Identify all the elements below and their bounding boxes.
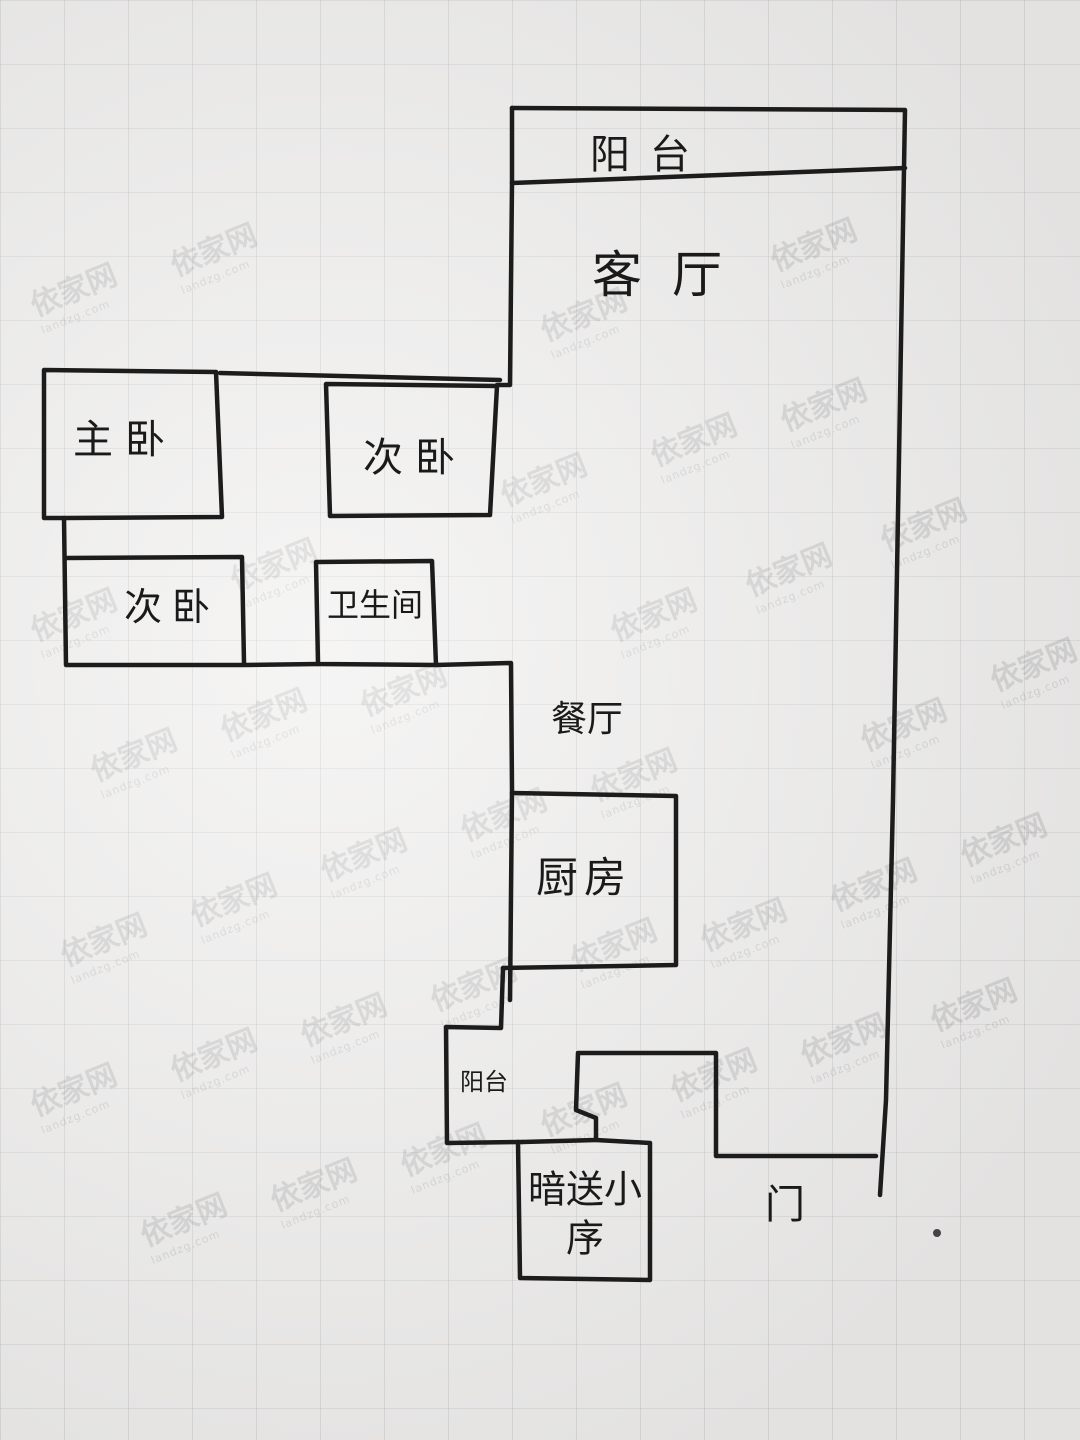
room-label-bathroom: 卫生间 <box>326 586 424 624</box>
small-balcony-wall <box>519 1050 879 1159</box>
room-label-master-bedroom: 主卧 <box>73 417 177 463</box>
room-label-small-balcony: 阳台 <box>460 1068 508 1096</box>
master-bedroom-wall <box>41 367 225 521</box>
second-bedroom-wall <box>323 381 500 519</box>
storage-wall <box>515 1137 653 1283</box>
second-bedroom-2-wall <box>63 554 247 666</box>
kitchen-wall <box>500 790 679 971</box>
room-label-balcony: 阳台 <box>590 132 710 178</box>
walls <box>41 105 908 1283</box>
room-label-second-bedroom-2: 次卧 <box>123 585 221 629</box>
ink-dot <box>933 1229 941 1237</box>
room-label-door: 门 <box>765 1182 805 1228</box>
room-label-second-bedroom: 次卧 <box>363 435 467 481</box>
room-label-storage: 暗送小序 <box>527 1167 642 1261</box>
outer-right-wall <box>509 105 908 1198</box>
dining-wall <box>433 660 515 1003</box>
room-label-dining-room: 餐厅 <box>550 699 624 740</box>
left-wall <box>61 515 321 668</box>
corridor-top-wall <box>217 370 503 383</box>
living-room-left-wall <box>494 180 515 388</box>
room-label-kitchen: 厨房 <box>535 853 633 902</box>
room-label-living-room: 客厅 <box>592 246 752 304</box>
lower-left-wall <box>443 965 525 1146</box>
